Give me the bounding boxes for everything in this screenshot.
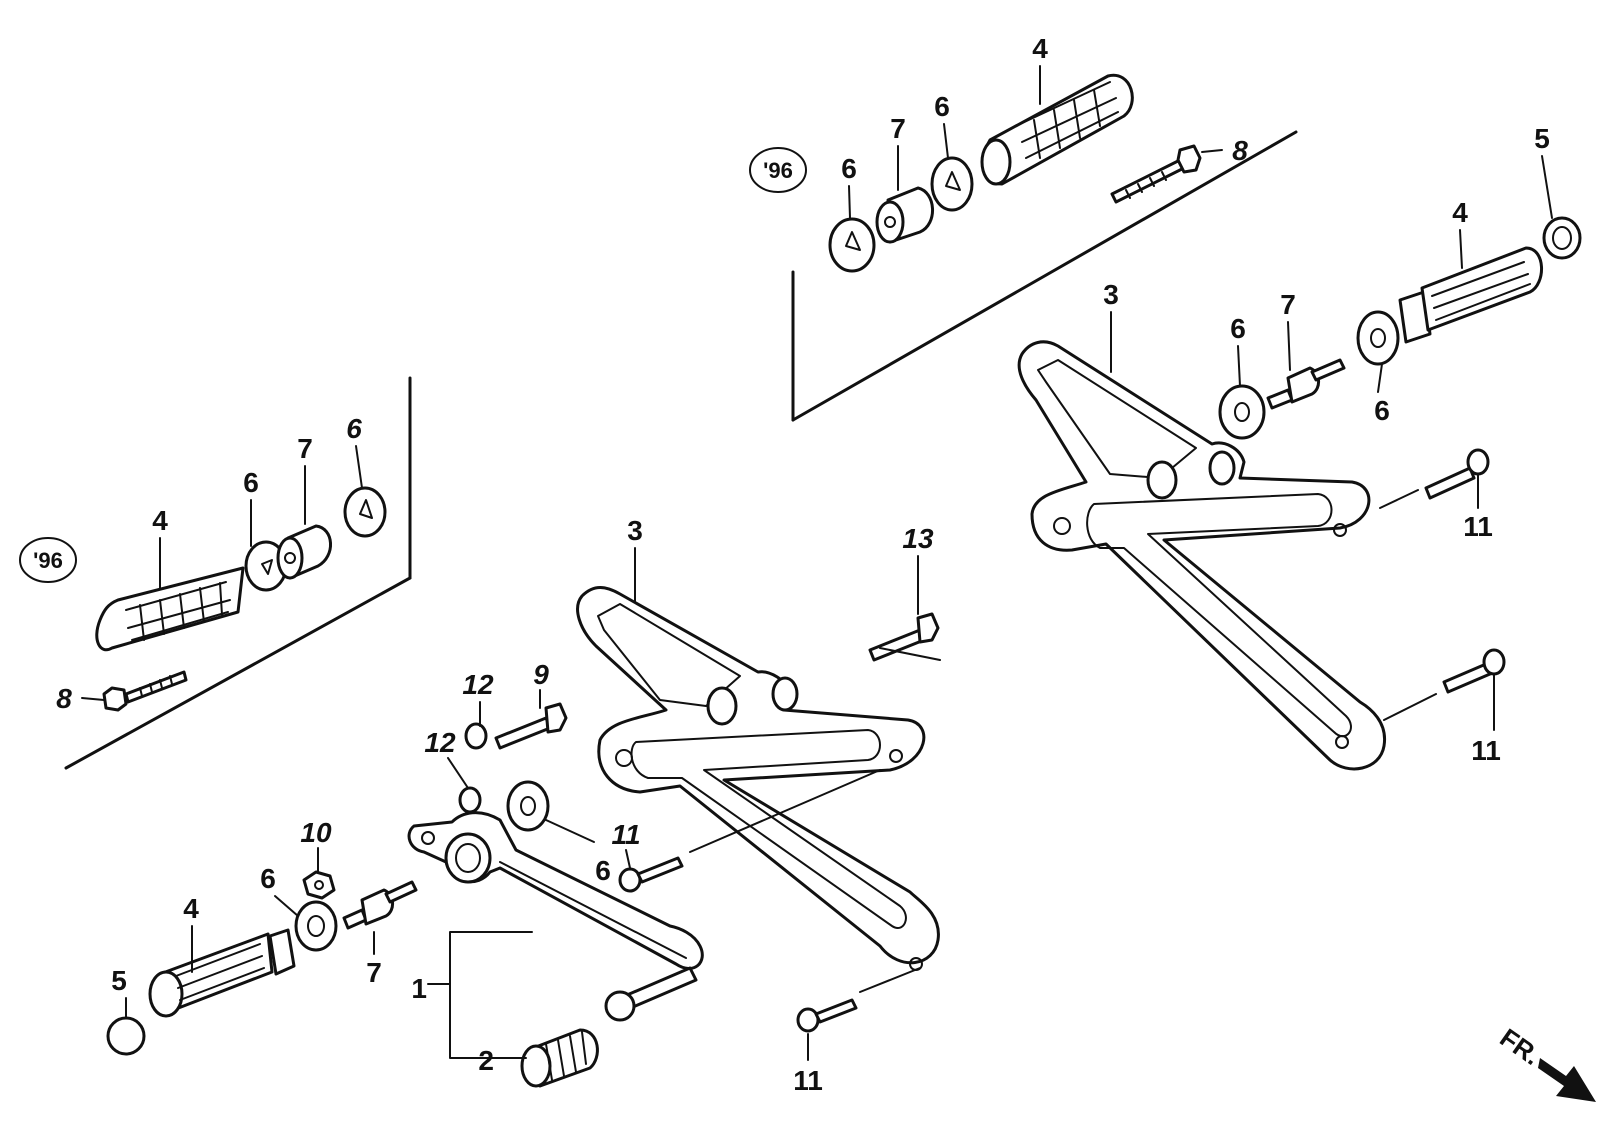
collar-left-96 bbox=[276, 524, 332, 580]
callout-4-left: 4 bbox=[183, 893, 199, 924]
peg-rubber-right-96 bbox=[980, 73, 1134, 186]
callout-11-right-lower: 11 bbox=[1471, 735, 1501, 766]
callout-4-right: 4 bbox=[1452, 197, 1468, 228]
callout-3-right: 3 bbox=[1103, 279, 1119, 310]
callout-6-a: 6 bbox=[243, 467, 259, 498]
washer-12-lower bbox=[458, 786, 482, 814]
washer-left-96-b bbox=[343, 486, 387, 538]
change-pedal bbox=[407, 811, 704, 970]
footrest-bracket-left bbox=[576, 586, 940, 971]
footpeg-knurled-right bbox=[1398, 246, 1543, 344]
year-badge-right-text: '96 bbox=[763, 158, 793, 183]
pedal-peg-shaft bbox=[604, 966, 698, 1022]
pivot-bolt-7-right bbox=[1266, 358, 1346, 410]
collar-right-96 bbox=[875, 186, 934, 244]
callout-12-upper: 12 bbox=[462, 669, 494, 700]
front-direction-indicator: FR. bbox=[1495, 1022, 1596, 1102]
callout-2: 2 bbox=[478, 1045, 494, 1076]
callout-11-center: 11 bbox=[611, 819, 640, 850]
front-label: FR. bbox=[1495, 1022, 1547, 1071]
washer-6-right-b bbox=[1356, 310, 1400, 366]
callout-1: 1 bbox=[411, 973, 427, 1004]
bolt-8-right bbox=[1110, 144, 1202, 204]
nut-10 bbox=[302, 870, 336, 900]
bolt-11-center bbox=[618, 856, 684, 893]
year-badge-left bbox=[19, 537, 77, 583]
washer-6-center bbox=[506, 780, 550, 832]
callout-5-right: 5 bbox=[1534, 123, 1550, 154]
peg-rubber-left-96 bbox=[95, 566, 245, 652]
callout-8-left: 8 bbox=[56, 683, 72, 714]
footpeg-cap-left bbox=[106, 1016, 146, 1056]
bolt-9 bbox=[494, 702, 568, 750]
callout-12-lower: 12 bbox=[424, 727, 456, 758]
pedal-rubber bbox=[520, 1028, 599, 1088]
callout-11-right-upper: 11 bbox=[1463, 511, 1493, 542]
washer-6-right-a bbox=[1218, 384, 1266, 440]
callout-6-e: 6 bbox=[841, 153, 857, 184]
callout-10: 10 bbox=[300, 817, 332, 848]
callout-11-bottom: 11 bbox=[793, 1065, 823, 1096]
callout-6-f: 6 bbox=[934, 91, 950, 122]
year-badge-right bbox=[749, 147, 807, 193]
year-badge-left-text: '96 bbox=[33, 548, 63, 573]
left-96-variant-box: '96 bbox=[19, 376, 412, 770]
callout-numbers: 1 2 3 3 4 4 4 4 5 5 6 6 6 6 6 6 6 6 7 7 … bbox=[56, 33, 1550, 1096]
callout-9: 9 bbox=[533, 659, 549, 690]
callout-3-left: 3 bbox=[627, 515, 643, 546]
callout-6-g: 6 bbox=[1230, 313, 1246, 344]
pivot-bolt-7-left bbox=[342, 880, 418, 930]
callout-6-c: 6 bbox=[260, 863, 276, 894]
footpeg-knurled-left bbox=[148, 928, 296, 1018]
bolt-13 bbox=[868, 612, 940, 662]
callout-7-d: 7 bbox=[1280, 289, 1296, 320]
callout-7-a: 7 bbox=[297, 433, 313, 464]
footrest-bracket-right bbox=[1017, 340, 1387, 771]
washer-right-96-a bbox=[828, 217, 876, 273]
washer-left-lower bbox=[294, 900, 338, 952]
right-96-variant-box: '96 bbox=[749, 73, 1298, 422]
callout-6-h: 6 bbox=[1374, 395, 1390, 426]
callout-4-right-96: 4 bbox=[1032, 33, 1048, 64]
callout-7-b: 7 bbox=[366, 957, 382, 988]
bolt-11-right-upper bbox=[1424, 448, 1490, 500]
leader-lines bbox=[81, 65, 1553, 1061]
bolt-8-left bbox=[102, 670, 188, 712]
washer-12-upper bbox=[464, 722, 488, 750]
callout-13: 13 bbox=[902, 523, 934, 554]
bolt-11-bottom bbox=[796, 998, 858, 1033]
callout-8-right: 8 bbox=[1232, 135, 1248, 166]
callout-5-left: 5 bbox=[111, 965, 127, 996]
callout-4-left-96: 4 bbox=[152, 505, 168, 536]
callout-6-b: 6 bbox=[346, 413, 362, 444]
washer-right-96-b bbox=[930, 156, 974, 212]
footpeg-cap-right bbox=[1542, 216, 1582, 260]
front-arrow-icon bbox=[1538, 1058, 1596, 1102]
callout-7-c: 7 bbox=[890, 113, 906, 144]
callout-6-d: 6 bbox=[595, 855, 611, 886]
